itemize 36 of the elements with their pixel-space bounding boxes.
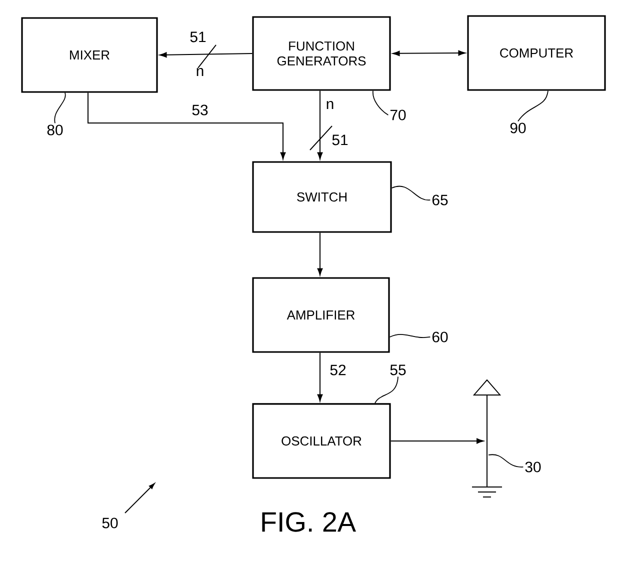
block-box: MIXER: [21, 17, 158, 93]
block-box: COMPUTER: [467, 15, 606, 91]
edge-label: 52: [330, 364, 346, 376]
block-box: OSCILLATOR: [252, 403, 391, 479]
leader-line: [372, 90, 389, 116]
leader-line: [54, 92, 66, 124]
label: n: [326, 100, 334, 109]
reference-number: 90: [510, 122, 526, 134]
reference-number: 80: [47, 124, 63, 136]
leader-line: [374, 376, 398, 404]
edge-label: 51: [190, 32, 206, 42]
edge-label: 53: [192, 104, 208, 116]
arrow: [317, 352, 323, 402]
leader-line: [389, 334, 431, 338]
leader-line: [488, 454, 524, 468]
leader-line: [391, 186, 431, 200]
reference-number: 30: [525, 462, 541, 472]
reference-number: 65: [432, 194, 448, 206]
block-box: AMPLIFIER: [252, 277, 390, 353]
arrow: [317, 232, 323, 276]
reference-number: 70: [390, 110, 406, 120]
arrow: [390, 438, 484, 444]
edge-label: 51: [332, 134, 348, 146]
block-box: SWITCH: [252, 161, 392, 233]
reference-number: 60: [432, 332, 448, 342]
label: 50: [102, 518, 118, 528]
arrow: [392, 50, 466, 56]
block-box: FUNCTION GENERATORS: [252, 16, 391, 91]
reference-number: 55: [390, 364, 406, 376]
arrow: [160, 52, 253, 58]
arrow: [88, 92, 286, 160]
arrow: [317, 90, 323, 160]
leader-line: [518, 90, 548, 122]
label: n: [196, 68, 204, 76]
figure-caption: FIG. 2A: [262, 512, 356, 532]
antenna-line: [486, 394, 488, 488]
